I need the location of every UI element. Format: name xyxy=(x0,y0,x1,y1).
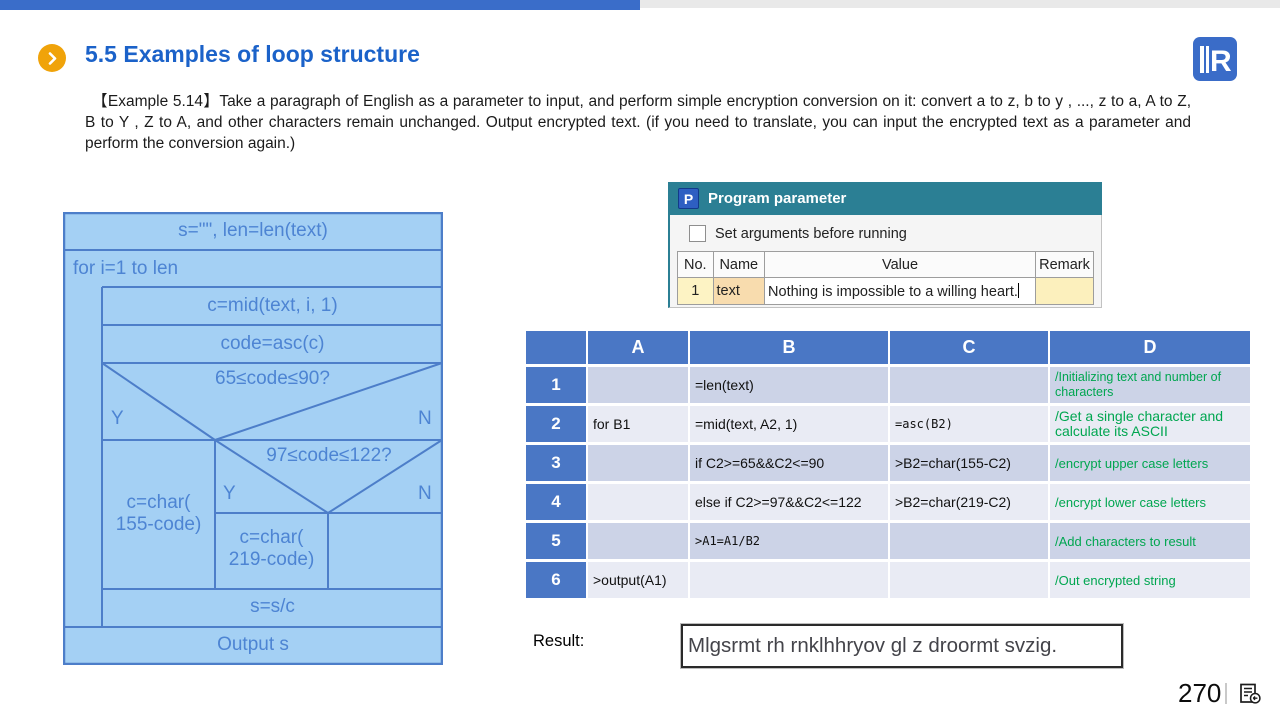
flow-step-mid: c=mid(text, i, 1) xyxy=(207,295,338,316)
checkbox-label: Set arguments before running xyxy=(715,225,907,242)
flow-cond1-yes-label: Y xyxy=(111,408,124,429)
flow-cond-lower: 97≤code≤122? xyxy=(266,445,392,466)
param-remark-cell[interactable] xyxy=(1035,277,1094,305)
param-col-name: Name xyxy=(712,251,766,278)
text-cursor xyxy=(1017,282,1019,298)
sheet-col-c: C xyxy=(890,331,1048,364)
result-label: Result: xyxy=(533,632,585,650)
flow-cond2-yes-label: Y xyxy=(223,483,236,504)
param-col-remark: Remark xyxy=(1035,251,1094,278)
dialog-title: Program parameter xyxy=(708,190,847,207)
program-parameter-dialog: P Program parameter Set arguments before… xyxy=(668,182,1102,308)
dialog-body: Set arguments before running No. Name Va… xyxy=(668,215,1102,308)
sheet-row-1: 1 =len(text) /Initializing text and numb… xyxy=(526,367,1250,403)
sheet-col-d: D xyxy=(1050,331,1250,364)
flow-loop-header: for i=1 to len xyxy=(73,258,179,279)
result-output-box: Mlgsrmt rh rnklhhryov gl z droormt svzig… xyxy=(680,623,1124,669)
top-accent-bar xyxy=(0,0,640,10)
flow-output: Output s xyxy=(217,634,289,655)
page-number: 270 xyxy=(1178,678,1222,708)
code-spreadsheet: A B C D 1 =len(text) /Initializing text … xyxy=(524,328,1252,601)
dialog-titlebar: P Program parameter xyxy=(668,182,1102,215)
example-description: 【Example 5.14】Take a paragraph of Englis… xyxy=(85,93,1191,152)
flow-branch-upper: c=char(155-code) xyxy=(115,492,202,535)
top-gray-bar xyxy=(640,0,1280,8)
svg-text:R: R xyxy=(1210,45,1232,78)
parameter-table: No. Name Value Remark 1 text Nothing is … xyxy=(677,251,1094,305)
chevron-circle-icon xyxy=(38,44,66,72)
flow-append: s=s/c xyxy=(250,596,295,617)
param-col-no: No. xyxy=(677,251,714,278)
raptor-logo-icon: R xyxy=(1192,36,1238,82)
program-p-icon: P xyxy=(678,188,699,209)
ns-flowchart-grid xyxy=(63,212,443,665)
sheet-corner-cell xyxy=(526,331,586,364)
return-to-contents-icon[interactable] xyxy=(1238,683,1262,705)
param-col-value: Value xyxy=(764,251,1036,278)
sheet-header-row: A B C D xyxy=(526,331,1250,364)
flow-cond1-no-label: N xyxy=(418,408,432,429)
sheet-row-6: 6 >output(A1) /Out encrypted string xyxy=(526,562,1250,598)
flow-step-asc: code=asc(c) xyxy=(220,333,325,354)
sheet-row-2: 2 for B1 =mid(text, A2, 1) =asc(B2) /Get… xyxy=(526,406,1250,442)
param-value-input[interactable]: Nothing is impossible to a willing heart… xyxy=(764,277,1036,305)
flow-cond2-no-label: N xyxy=(418,483,432,504)
sheet-row-5: 5 >A1=A1/B2 /Add characters to result xyxy=(526,523,1250,559)
sheet-row-3: 3 if C2>=65&&C2<=90 >B2=char(155-C2) /en… xyxy=(526,445,1250,481)
footer-divider xyxy=(1225,683,1227,704)
flow-cond-upper: 65≤code≤90? xyxy=(215,368,330,389)
flow-init: s="", len=len(text) xyxy=(178,220,328,241)
sheet-col-a: A xyxy=(588,331,688,364)
sheet-row-4: 4 else if C2>=97&&C2<=122 >B2=char(219-C… xyxy=(526,484,1250,520)
ns-flowchart: s="", len=len(text) for i=1 to len c=mid… xyxy=(63,212,443,665)
page-title: 5.5 Examples of loop structure xyxy=(85,41,420,67)
flow-branch-lower: c=char(219-code) xyxy=(228,527,315,570)
parameter-row: 1 text Nothing is impossible to a willin… xyxy=(677,277,1094,305)
param-name-cell: text xyxy=(712,277,766,305)
param-no-cell: 1 xyxy=(677,277,714,305)
sheet-col-b: B xyxy=(690,331,888,364)
set-arguments-checkbox[interactable] xyxy=(689,225,706,242)
